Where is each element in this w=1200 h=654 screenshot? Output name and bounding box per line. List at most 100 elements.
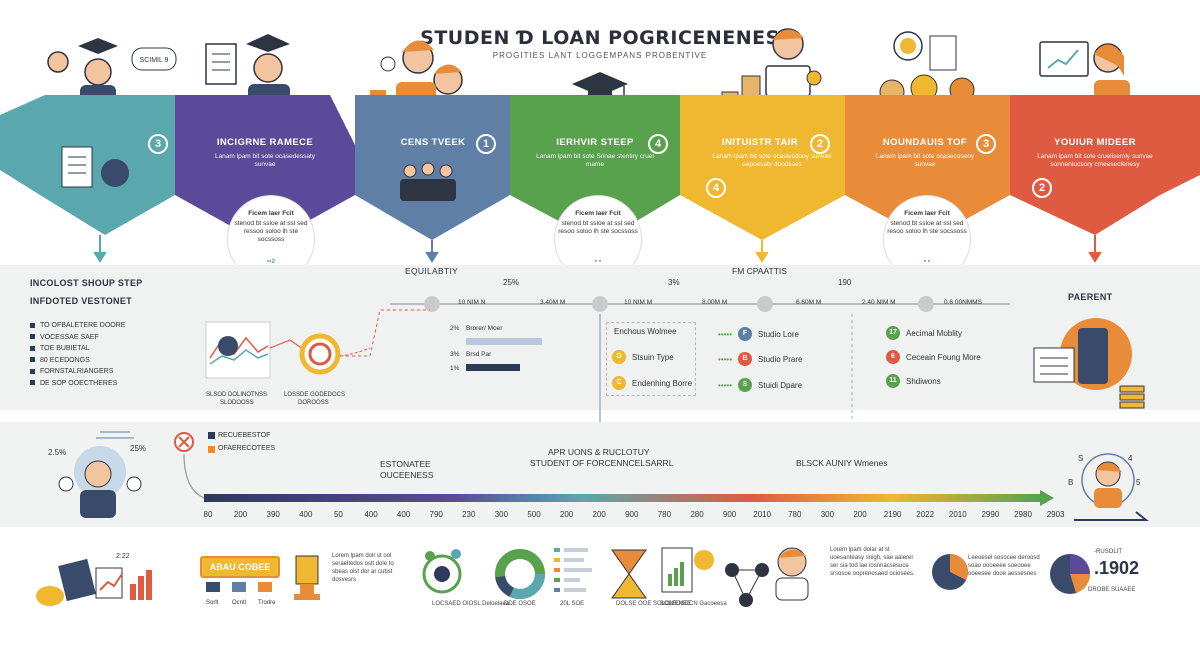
timeline-tick-label: 80 — [203, 510, 213, 519]
pie-large-icon — [1050, 554, 1090, 594]
timeline-tick-label: 390 — [266, 510, 280, 519]
fm-label: FM CPAATTIS — [732, 266, 787, 276]
pie-value: .1902 — [1094, 558, 1140, 578]
timeline-tick-label: 2010 — [753, 510, 772, 519]
step-number-badge: 3 — [148, 134, 168, 154]
legend-heading: Enchous Wolmee — [614, 327, 677, 336]
timeline-tick-label: 200 — [559, 510, 574, 519]
timeline-tick-label: 230 — [462, 510, 476, 519]
step-number-badge: 2 — [810, 134, 830, 154]
badge-sub: Trodre — [258, 600, 276, 606]
books-number: 2:22 — [116, 553, 130, 560]
progress-bar — [466, 338, 542, 345]
pct-left: 2.5% — [48, 448, 67, 457]
timeline-tag: RECUEBESTOF — [218, 432, 271, 439]
side-letter: 5 — [1136, 478, 1141, 487]
timeline-tick-label: 900 — [722, 510, 737, 519]
hex-step-6 — [845, 95, 1010, 240]
hex-text-6: Lanam lpam bit sote ocasecoseny sunvae — [875, 153, 975, 168]
timeline-tick-label: 780 — [657, 510, 672, 519]
pie-caption: DROBE SUAAEE — [1088, 587, 1136, 593]
list-item: TOE BUBIETAL — [30, 343, 125, 355]
list-item: VOCESSAE SAEF — [30, 332, 125, 344]
scale-label: 3.40M M — [540, 299, 566, 306]
badge-sub: Sorlt — [206, 600, 219, 606]
bar-label: Brorer/ Moer — [466, 325, 503, 332]
timeline-tick-label: 300 — [494, 510, 509, 519]
person-with-clock-icon — [1074, 453, 1149, 521]
timeline-tick-label: 790 — [429, 510, 443, 519]
right-title: BLSCK AUNIY Wmenes — [796, 458, 888, 468]
arrow-down-icon — [93, 235, 107, 263]
side-letter: 4 — [1128, 454, 1133, 463]
footer-caption: LOCSAED OIOSL Deloelaea — [432, 601, 510, 607]
donut-chart-icon — [495, 549, 545, 599]
bar-pct: 1% — [450, 365, 460, 372]
chart-caption: LOSSDE GODEDOCS — [284, 392, 346, 398]
timeline-tag: OFAERECOTEES — [218, 445, 276, 452]
hex-label-4: IERHVIR STEEP — [556, 137, 634, 148]
timeline-panel — [0, 422, 1200, 527]
hex-text-7: Lanam lpam bit sote cruelisemly sunvae s… — [1037, 153, 1153, 168]
footer-text: Leeoesel sosocee deroosd soao oooeeee so… — [968, 555, 1040, 577]
parent-illustration-icon — [1033, 318, 1145, 409]
timeline-tick-label: 200 — [853, 510, 867, 519]
parent-label: PAERENT — [1068, 292, 1113, 302]
footer-text: Lorem lpam dolar at st uoesanteasy snigh… — [830, 547, 915, 577]
footer-caption: 20L SOE — [560, 601, 585, 607]
timeline-tick-label: 2190 — [883, 510, 902, 519]
chart-caption: SLODOOSS — [220, 400, 254, 406]
timeline-tick-label: 500 — [527, 510, 541, 519]
hex-label-6: NOUNDAUIS TOF — [882, 137, 968, 148]
timeline-tick-label: 400 — [396, 510, 411, 519]
side-letter: S — [1078, 454, 1084, 463]
list-item: 80 ECEDONGS — [30, 355, 125, 367]
trophy-icon — [294, 555, 320, 600]
list-item: DE SOP OOECTHERES — [30, 378, 125, 390]
hourglass-icon — [611, 549, 647, 599]
bar-label: Brsd Par — [466, 351, 492, 358]
timeline-tick-label: 50 — [333, 510, 343, 519]
recycle-icon — [422, 549, 462, 594]
timeline-tick-label: 2903 — [1046, 510, 1065, 519]
timeline-tick-label: 400 — [364, 510, 378, 519]
timeline-start-icon — [174, 432, 215, 500]
timeline-tick-label: 300 — [820, 510, 835, 519]
progress-bar — [466, 364, 520, 371]
scale-label: 10 NIM N — [458, 299, 486, 306]
pie-small-icon — [932, 554, 968, 590]
books-and-growth-icon — [36, 558, 152, 606]
person-avatar-icon — [775, 547, 809, 601]
scale-label: 6.60M M — [796, 299, 822, 306]
footer-caption: SOLEOSCCN Gacoeesa — [660, 601, 727, 607]
pie-label: -RUSOLIT — [1094, 549, 1123, 555]
timeline-tick-label: 200 — [592, 510, 606, 519]
side-letter: B — [1068, 478, 1074, 487]
hex-step-2 — [175, 95, 355, 245]
hex-text-5: Lanam lpam bit sote ocaslesdooy sunvae o… — [712, 153, 832, 168]
hex-label-7: YOUIUR MIDEER — [1054, 137, 1136, 148]
estimate-label: OUCEENESS — [380, 470, 434, 480]
bar-pct: 3% — [450, 351, 460, 358]
number-label: 190 — [838, 278, 852, 287]
hex-text-4: Lanam lpam bit sote Srinae stentiry crue… — [536, 153, 654, 168]
badge-label: ABAU COBEE — [200, 556, 280, 578]
list-item: TO OFBALETERE DOORE — [30, 320, 125, 332]
hex-label-5: INITUISTR TAIR — [721, 137, 799, 148]
bar-pct: 2% — [450, 325, 460, 332]
chart-caption: SLSOD DOLINOTNSS — [206, 392, 268, 398]
center-label: APR UONS & RUCLOTUY — [548, 447, 650, 457]
left-list: TO OFBALETERE DOORE VOCESSAE SAEF TOE BU… — [30, 320, 125, 389]
scale-label: 8.00M M — [702, 299, 728, 306]
mini-line-chart — [205, 321, 371, 379]
hexagon-steps — [0, 95, 1200, 263]
step-number-badge: 4 — [648, 134, 668, 154]
report-chart-icon — [661, 547, 714, 593]
estimate-label: ESTONATEE — [380, 459, 431, 469]
